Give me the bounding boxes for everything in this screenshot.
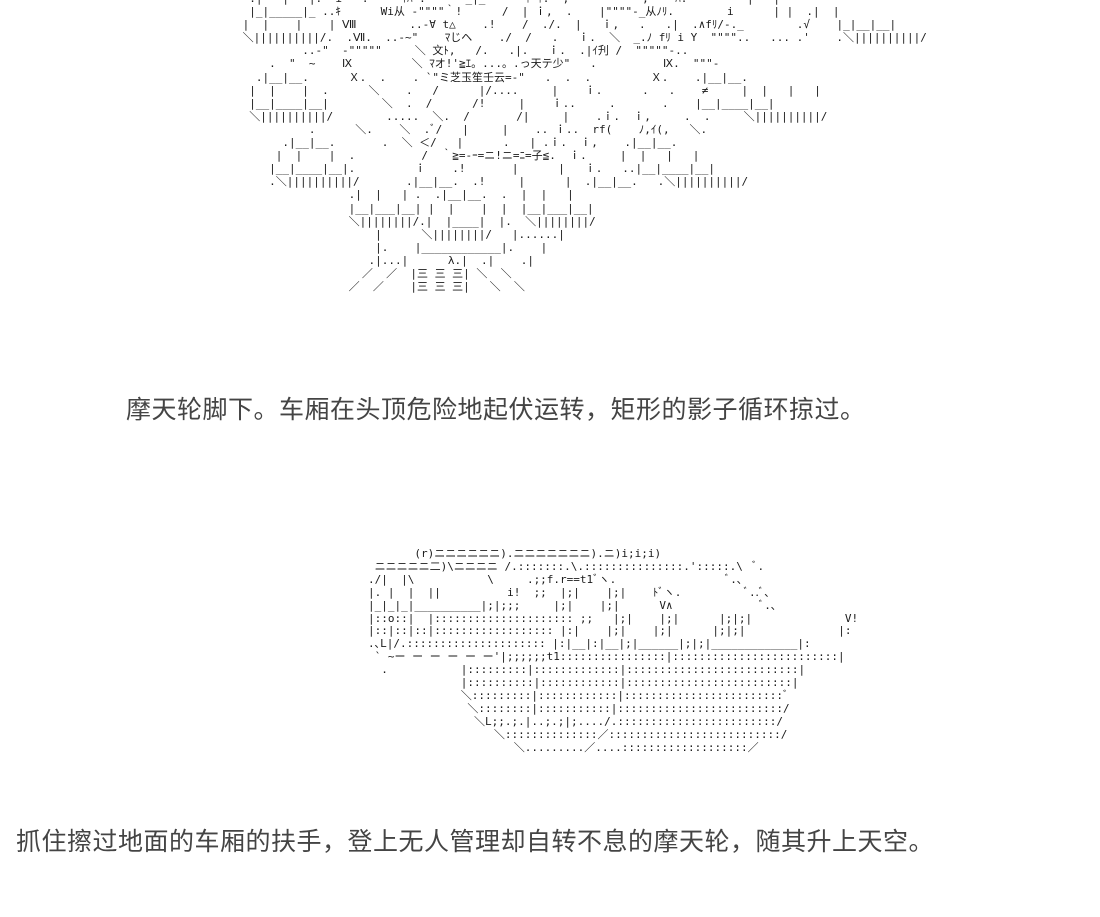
gondola-ascii-art: (r)ニニニニニニ).ニニニニニニニ).ニ)i;i;i) ニニニニニ二)\ニニニ…: [368, 547, 859, 754]
ferris-wheel-ascii-art: .| | |. i . ｲﾊ . _|_ ｨ ｨ. , ; ﾊ. | | |_|…: [242, 0, 927, 294]
narration-caption-second: 抓住擦过地面的车厢的扶手，登上无人管理却自转不息的摩天轮，随其升上天空。: [16, 827, 935, 856]
narration-caption-first: 摩天轮脚下。车厢在头顶危险地起伏运转，矩形的影子循环掠过。: [126, 395, 866, 424]
